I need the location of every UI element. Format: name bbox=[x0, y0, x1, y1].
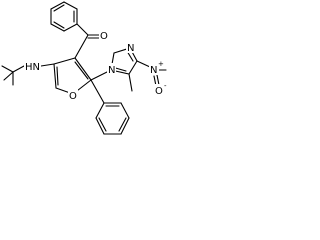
furan-oxygen-label: O bbox=[69, 91, 77, 102]
tert-butyl-amino-group bbox=[1, 63, 55, 86]
bottom-phenyl-ring bbox=[90, 79, 130, 135]
amine-label: HN bbox=[25, 62, 40, 73]
molecule-structure: O HN O N N N + O - bbox=[1, 1, 167, 135]
benzoyl-phenyl-ring bbox=[50, 1, 78, 32]
nitro-minus-label: - bbox=[164, 82, 167, 90]
nitro-plus-label: + bbox=[158, 60, 164, 68]
imidazole-n3-label: N bbox=[127, 43, 134, 54]
methyl-bond bbox=[128, 73, 133, 92]
imidazole-n1-label: N bbox=[108, 65, 115, 76]
carbonyl-oxygen-label: O bbox=[100, 31, 108, 42]
nitro-oxygen-label: O bbox=[155, 86, 163, 97]
nitro-nitrogen-label: N bbox=[150, 65, 157, 76]
furan-ring bbox=[53, 57, 92, 95]
carbonyl-group bbox=[74, 23, 101, 59]
